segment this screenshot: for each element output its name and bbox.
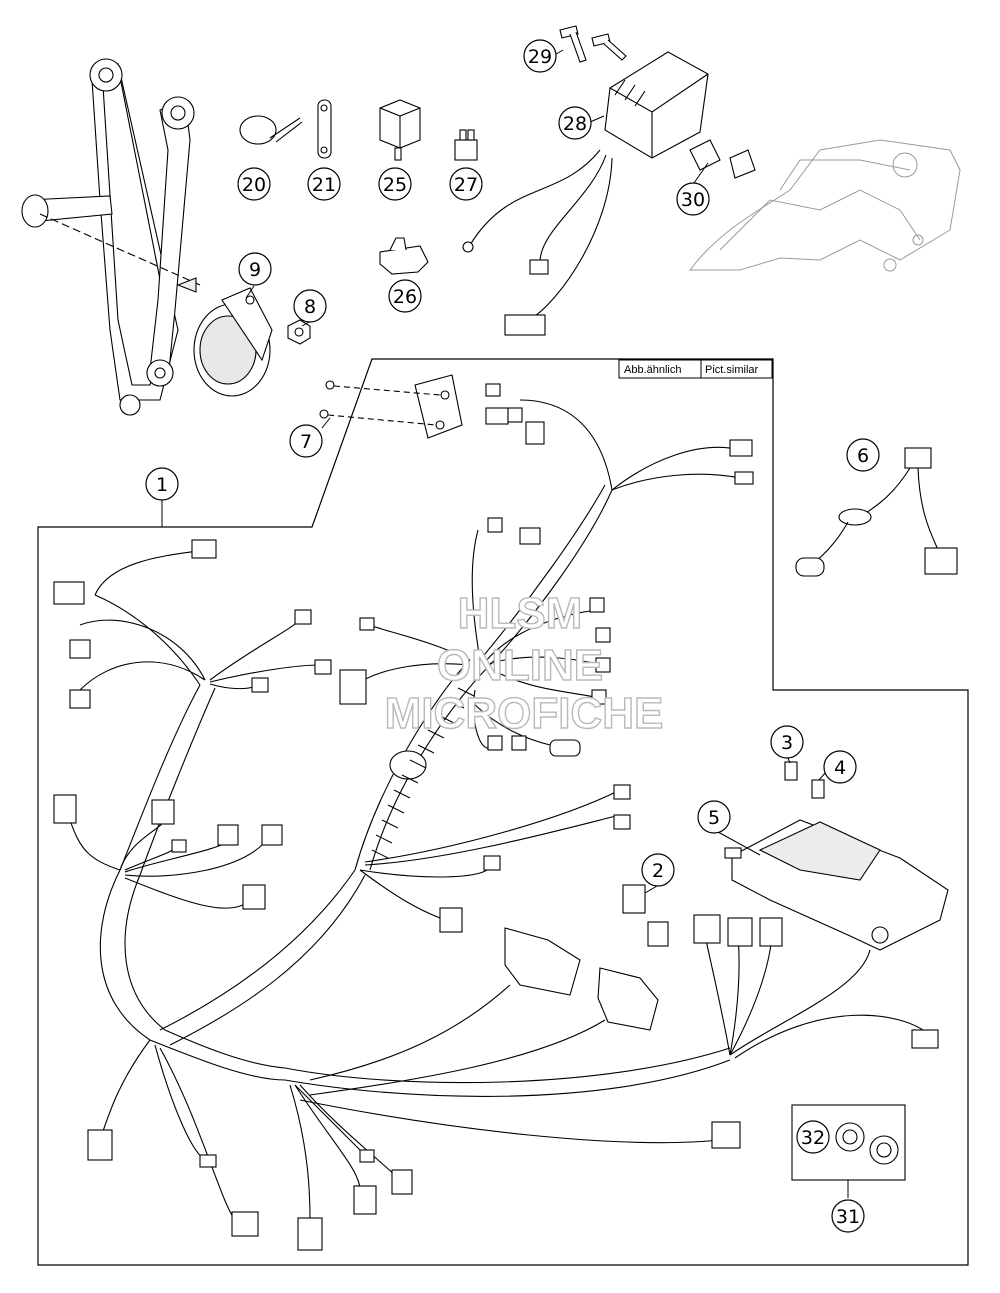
callout-8: 8 [293, 289, 327, 323]
callout-31: 31 [831, 1199, 865, 1233]
legend-english: Pict.similar [705, 364, 759, 376]
callout-7-label: 7 [300, 431, 312, 453]
callout-4: 4 [823, 750, 857, 784]
callout-29: 29 [523, 39, 557, 73]
callout-5-label: 5 [708, 807, 720, 829]
callout-26: 26 [388, 279, 422, 313]
callout-25: 25 [378, 167, 412, 201]
callout-20: 20 [237, 167, 271, 201]
callout-21: 21 [307, 167, 341, 201]
callout-29-label: 29 [528, 46, 552, 68]
fuses [784, 761, 825, 799]
callout-21-label: 21 [312, 174, 336, 196]
screws [559, 25, 627, 63]
callout-31-label: 31 [836, 1206, 860, 1228]
callout-3: 3 [770, 725, 804, 759]
callout-27: 27 [449, 167, 483, 201]
holder-26 [379, 237, 429, 275]
legend-german: Abb.ähnlich [624, 364, 682, 376]
callout-7: 7 [289, 424, 323, 458]
strap [317, 99, 332, 159]
callout-28-label: 28 [563, 113, 587, 135]
callout-1: 1 [145, 467, 179, 501]
callout-6-label: 6 [857, 445, 869, 467]
callout-30: 30 [676, 182, 710, 216]
callout-25-label: 25 [383, 174, 407, 196]
callout-30-label: 30 [681, 189, 705, 211]
watermark-line2: ONLINE [437, 641, 603, 690]
callout-2: 2 [641, 853, 675, 887]
watermark-line1: HLSM [458, 589, 583, 638]
callout-4-label: 4 [834, 757, 846, 779]
callout-9-label: 9 [249, 259, 261, 281]
cable-tie [239, 115, 303, 145]
frame-airbox [688, 139, 961, 272]
clips-30 [689, 139, 756, 179]
callout-6: 6 [846, 438, 880, 472]
nut [287, 319, 311, 345]
callout-26-label: 26 [393, 286, 417, 308]
relay-27 [454, 129, 478, 161]
bracket-7 [319, 374, 463, 439]
sensor-cable-6 [795, 447, 958, 577]
callout-8-label: 8 [304, 296, 316, 318]
horn [193, 287, 273, 397]
callout-32: 32 [796, 1120, 830, 1154]
callout-32-label: 32 [801, 1127, 825, 1149]
main-harness [69, 399, 931, 1221]
harness-connectors [53, 383, 939, 1251]
callout-27-label: 27 [454, 174, 478, 196]
callout-9: 9 [238, 252, 272, 286]
callout-1-label: 1 [156, 474, 168, 496]
relay-25 [379, 99, 421, 161]
callout-20-label: 20 [242, 174, 266, 196]
callout-28: 28 [558, 106, 592, 140]
side-stand-bracket [21, 58, 201, 416]
legend-box: Abb.ähnlich Pict.similar [618, 359, 773, 379]
spiral-wrap [371, 687, 475, 859]
callout-5: 5 [697, 800, 731, 834]
watermark-line3: MICROFICHE [385, 689, 664, 738]
fuse-box [724, 819, 949, 951]
callouts: 1 2 3 4 5 6 7 8 9 20 21 25 26 27 28 29 3… [145, 39, 880, 1233]
connector-2 [622, 884, 669, 947]
voltage-regulator [462, 51, 709, 336]
harness-group-outline [37, 358, 969, 1266]
watermark: HLSM ONLINE MICROFICHE [384, 588, 664, 738]
callout-2-label: 2 [652, 860, 664, 882]
callout-3-label: 3 [781, 732, 793, 754]
